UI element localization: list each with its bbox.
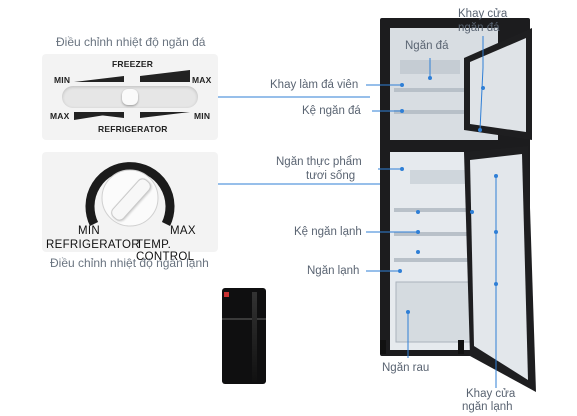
- freezer-min-label: MIN: [54, 75, 71, 85]
- label-khay-lam-da-vien: Khay làm đá viên: [270, 79, 359, 91]
- label-ngan-da: Ngăn đá: [405, 40, 449, 52]
- freezer-slider-knob[interactable]: [122, 89, 138, 105]
- cooler-control-panel: MIN MAX REFRIGERATOR TEMP. CONTROL: [42, 152, 218, 263]
- fridge-thumbnail: [222, 288, 266, 384]
- refrigerator-label-bottom: REFRIGERATOR: [46, 239, 140, 251]
- freezer-max-label: MAX: [192, 75, 212, 85]
- label-ngan-rau: Ngăn rau: [382, 362, 430, 374]
- label-ngan-thuc-pham-line1: Ngăn thực phẩm: [276, 156, 362, 168]
- freezer-control-panel: FREEZER MIN MAX MAX MIN REFRIGERATOR: [42, 54, 218, 140]
- refrigerator-max-label: MAX: [50, 111, 70, 121]
- freezer-panel-caption: Điều chỉnh nhiệt độ ngăn đá: [56, 35, 206, 49]
- label-khay-cua-ngan-da-line2: ngăn đá: [458, 22, 500, 34]
- refrigerator-min-label: MIN: [194, 111, 211, 121]
- brand-logo: [224, 292, 229, 297]
- dial-min-label: MIN: [78, 225, 100, 237]
- label-khay-cua-ngan-lanh-line2: ngăn lạnh: [462, 401, 513, 413]
- freezer-label: FREEZER: [112, 59, 154, 69]
- label-khay-cua-ngan-da-line1: Khay cửa: [458, 8, 508, 20]
- label-ke-ngan-lanh: Kệ ngăn lạnh: [294, 226, 362, 238]
- label-ngan-lanh: Ngăn lạnh: [307, 265, 360, 277]
- temp-control-label: TEMP. CONTROL: [136, 239, 195, 263]
- freezer-wedge-graphics: [74, 70, 190, 120]
- cooler-panel-caption: Điều chỉnh nhiệt độ ngăn lạnh: [50, 256, 209, 270]
- thumbnail-highlight: [252, 292, 257, 382]
- label-ngan-thuc-pham-line2: tươi sống: [306, 170, 356, 182]
- label-ke-ngan-da: Kệ ngăn đá: [302, 105, 361, 117]
- label-khay-cua-ngan-lanh-line1: Khay cửa: [466, 388, 516, 400]
- dial-max-label: MAX: [170, 225, 196, 237]
- refrigerator-label-top: REFRIGERATOR: [98, 124, 168, 134]
- open-fridge-illustration: [380, 18, 536, 392]
- thumbnail-door-split: [222, 318, 266, 320]
